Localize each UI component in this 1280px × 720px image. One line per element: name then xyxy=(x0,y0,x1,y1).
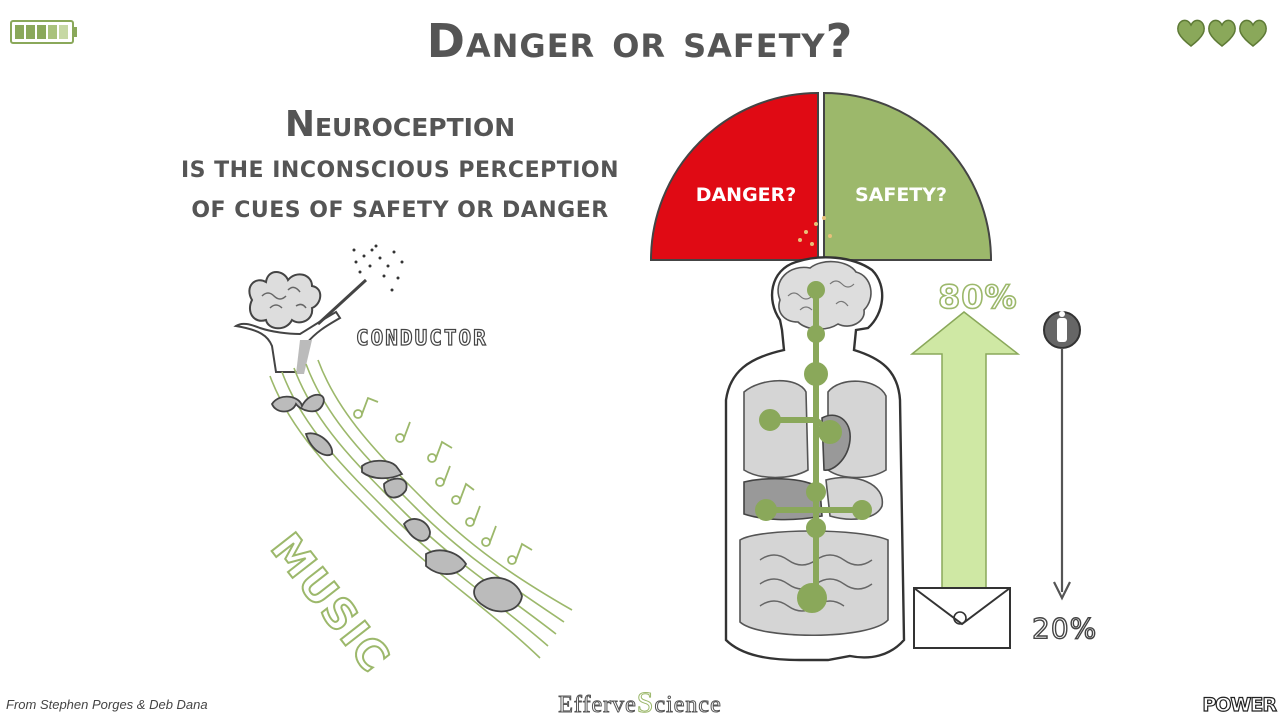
hearts-rating xyxy=(1176,16,1272,54)
neuroception-heading: Neuroception xyxy=(284,104,516,145)
danger-label: DANGER? xyxy=(695,184,797,206)
up-arrow xyxy=(909,311,1021,589)
vagus-nerve xyxy=(755,281,872,613)
info-icon xyxy=(1043,311,1081,349)
heart-icon xyxy=(1208,19,1236,47)
heart-icon xyxy=(1177,19,1205,47)
brand-part3: cience xyxy=(654,692,722,719)
music-notes xyxy=(353,396,533,565)
neuroception-definition-line1: IS THE INCONSCIOUS PERCEPTION xyxy=(180,158,620,183)
safety-quadrant xyxy=(823,91,993,261)
safety-label: SAFETY? xyxy=(854,184,948,206)
down-arrow xyxy=(1053,348,1071,601)
page-title: Danger or safety? xyxy=(426,14,854,68)
heart-icon xyxy=(1239,19,1267,47)
conductor-label: CONDUCTOR xyxy=(355,325,488,350)
power-logo: POWER xyxy=(1202,693,1278,716)
neuroception-definition-line2: OF CUES OF SAFETY OR DANGER xyxy=(191,198,609,223)
battery-icon xyxy=(10,19,78,49)
brand-part1: Efferve xyxy=(558,692,637,719)
conductor-figure xyxy=(233,244,404,374)
percent-down-label: 20% xyxy=(1031,611,1098,645)
percent-up-label: 80% xyxy=(937,277,1018,317)
brand-logo: EfferveScience xyxy=(540,686,740,720)
envelope-icon xyxy=(913,587,1011,649)
brand-part2: S xyxy=(636,686,655,720)
source-credit: From Stephen Porges & Deb Dana xyxy=(6,697,208,712)
music-note-organs xyxy=(270,393,523,613)
danger-quadrant xyxy=(649,91,819,261)
